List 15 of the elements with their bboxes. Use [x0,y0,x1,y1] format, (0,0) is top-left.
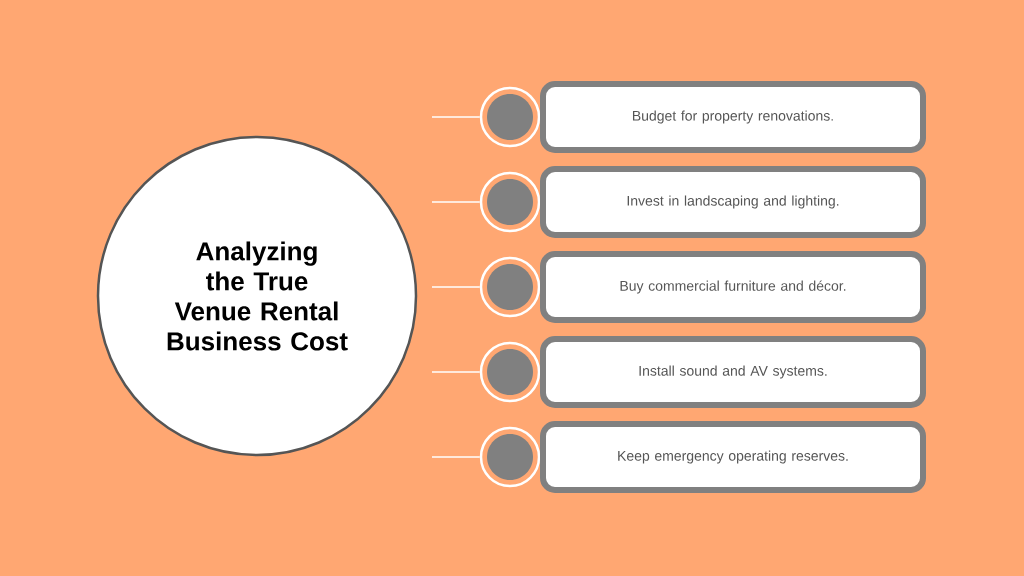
connector-line [431,371,481,373]
bullet-circle [479,426,541,488]
connector-line [431,201,481,203]
text-box: Invest in landscaping and lighting. [540,166,926,238]
text-box: Install sound and AV systems. [540,336,926,408]
text-box: Budget for property renovations. [540,81,926,153]
text-box: Keep emergency operating reserves. [540,421,926,493]
bullet-circle [479,341,541,403]
connector-line [431,456,481,458]
connector-line [431,116,481,118]
bullet-circle [479,86,541,148]
bullet-circle [479,171,541,233]
connector-line [431,286,481,288]
text-box: Buy commercial furniture and décor. [540,251,926,323]
bullet-circle [479,256,541,318]
